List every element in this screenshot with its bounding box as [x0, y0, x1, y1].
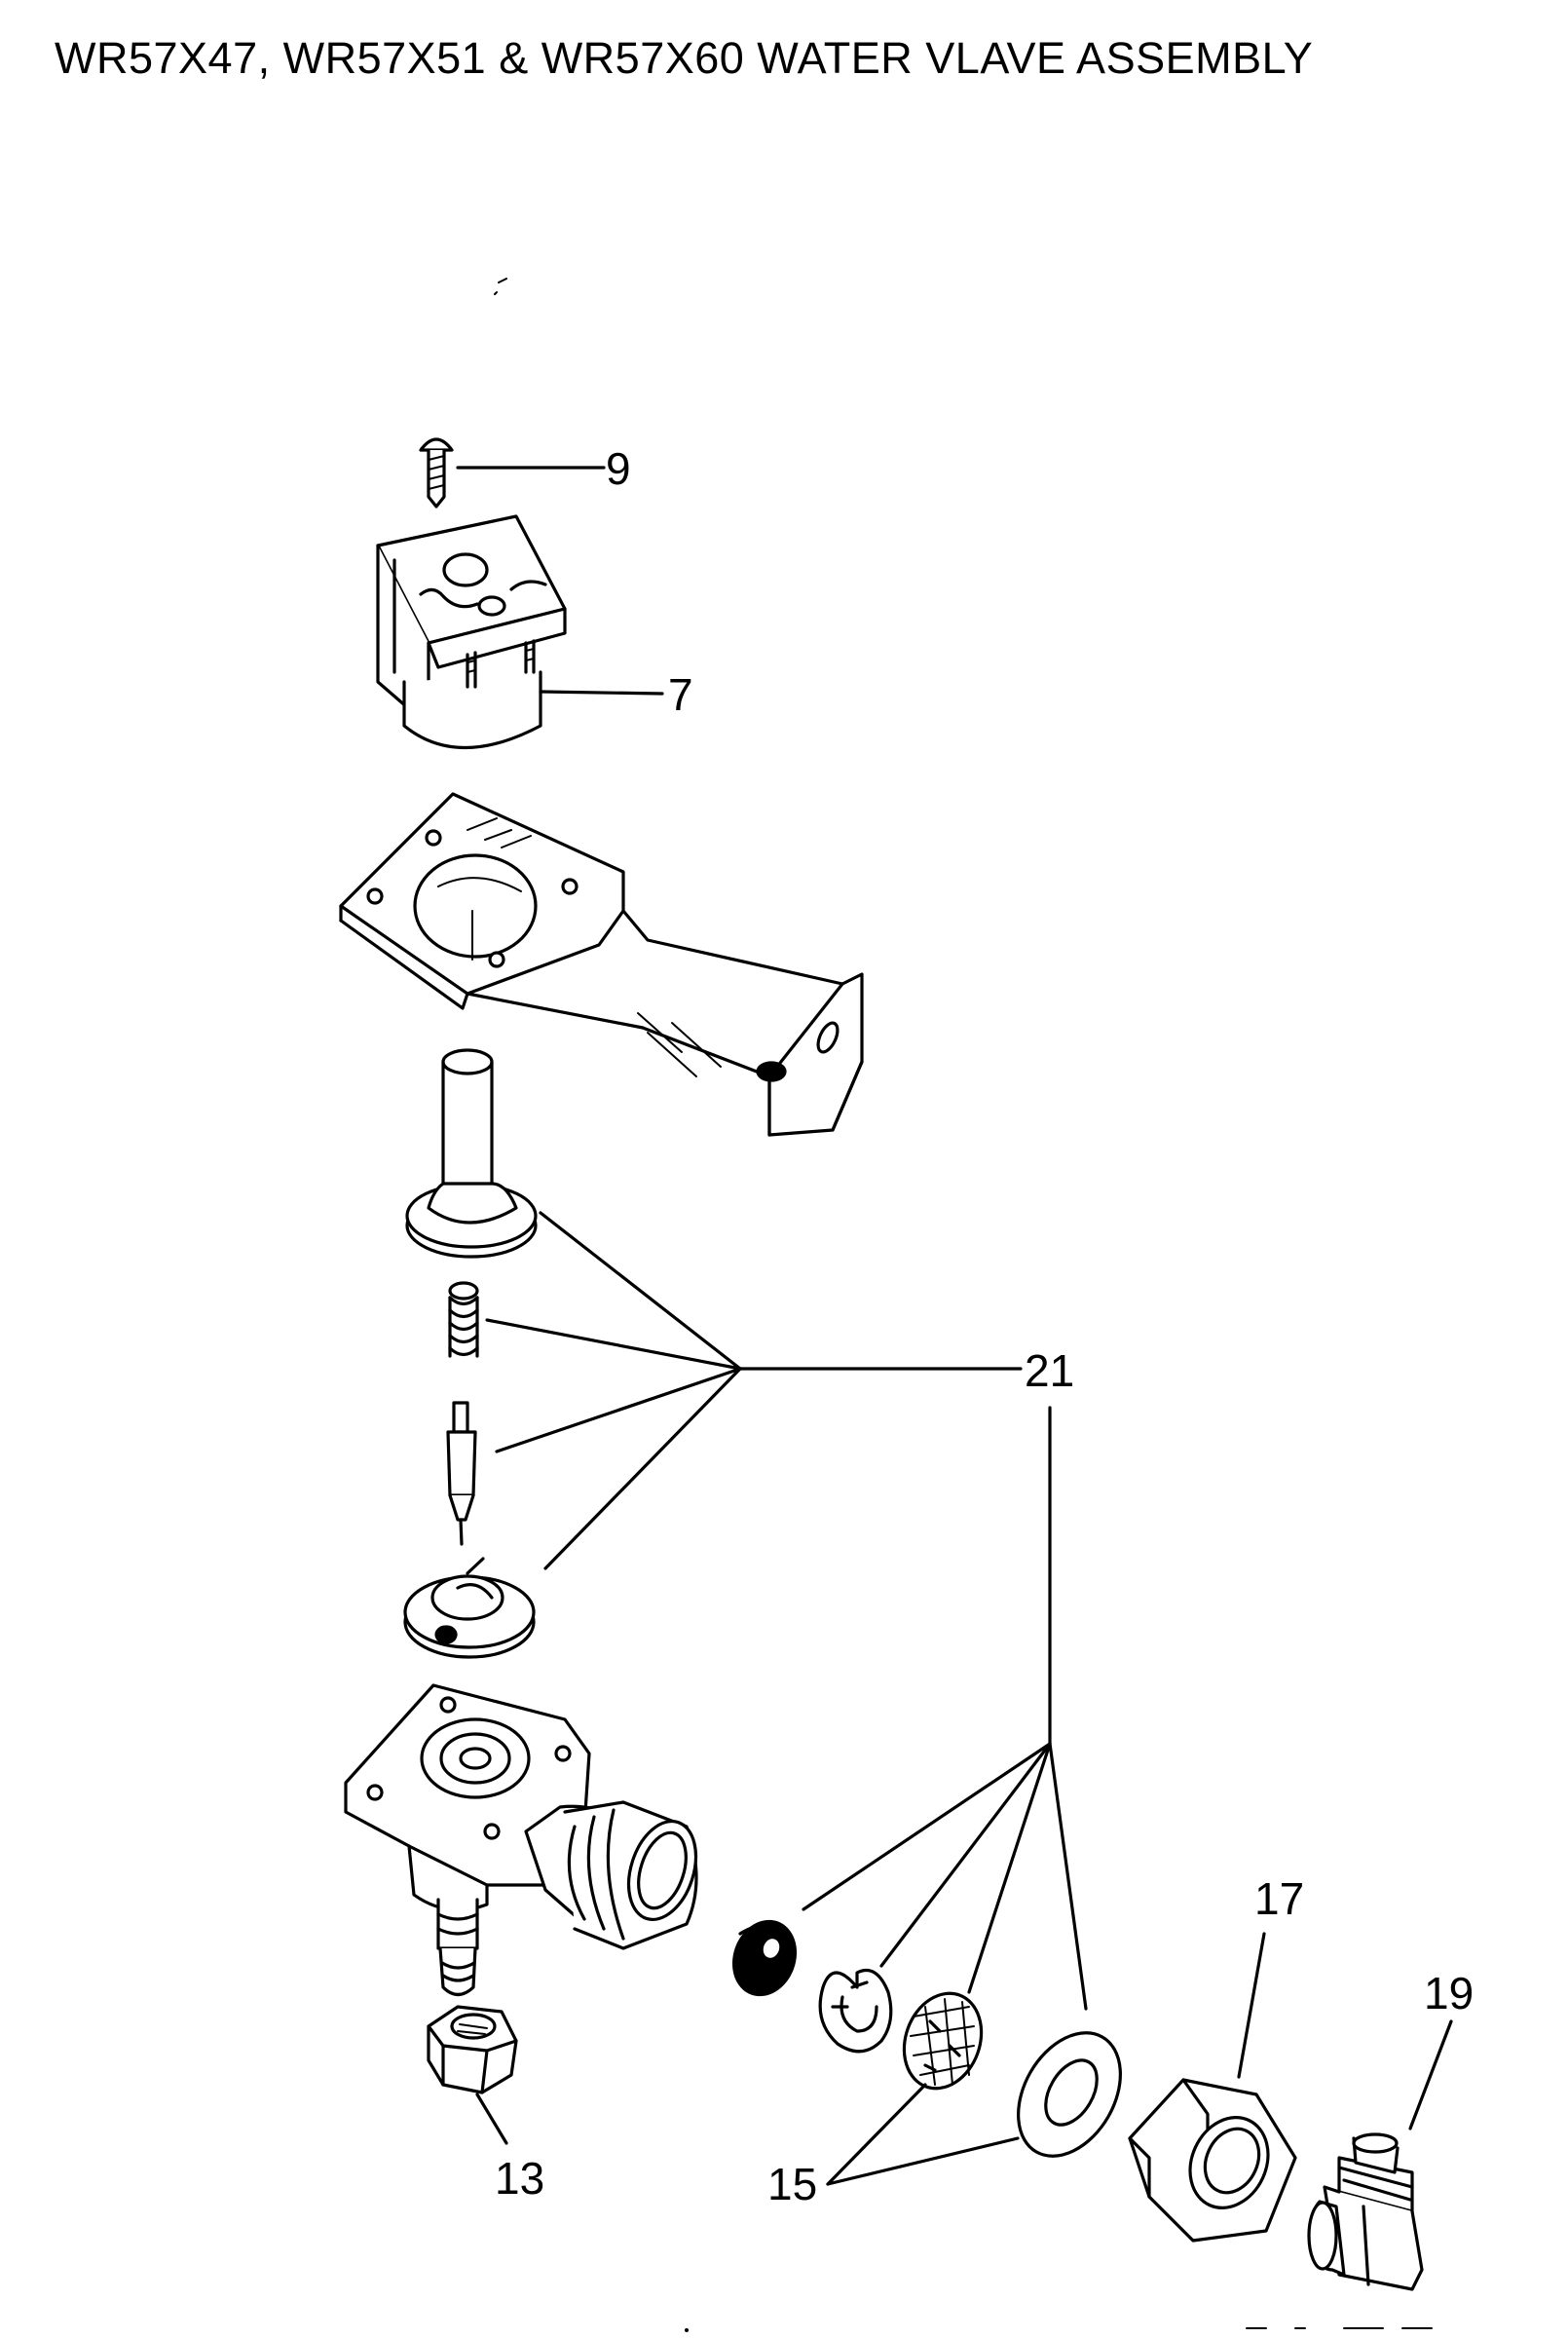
pilot-seat [403, 1557, 536, 1659]
callout-19: 19 [1424, 1968, 1474, 2018]
callout-17: 17 [1254, 1873, 1304, 1924]
part-17-large-hex-nut [1128, 2078, 1297, 2243]
callout-13: 13 [495, 2153, 544, 2204]
callout-9: 9 [606, 443, 631, 494]
part-13-hex-nut [427, 2005, 518, 2094]
callout-15: 15 [767, 2159, 817, 2209]
strainer-screen [902, 1991, 984, 2091]
retaining-clip [818, 1968, 893, 2054]
page-title: WR57X47, WR57X51 & WR57X60 WATER VLAVE A… [55, 33, 1314, 83]
part-9-screw [419, 437, 454, 509]
leader-lines [456, 466, 1453, 2186]
part-7-solenoid-coil [376, 514, 567, 749]
callout-7: 7 [668, 669, 693, 720]
valve-body [344, 1683, 698, 1997]
stray-marks [494, 278, 1433, 2332]
mounting-bracket [339, 792, 864, 1137]
flat-washer [1017, 2031, 1122, 2158]
part-19-elbow-fitting [1307, 2132, 1424, 2291]
callout-labels: 9 7 21 17 19 13 15 [495, 443, 1474, 2209]
needle-pin [446, 1401, 477, 1546]
spring [448, 1281, 479, 1358]
flow-washer [731, 1919, 798, 1997]
plunger-diaphragm [405, 1048, 538, 1259]
callout-21: 21 [1025, 1345, 1074, 1396]
